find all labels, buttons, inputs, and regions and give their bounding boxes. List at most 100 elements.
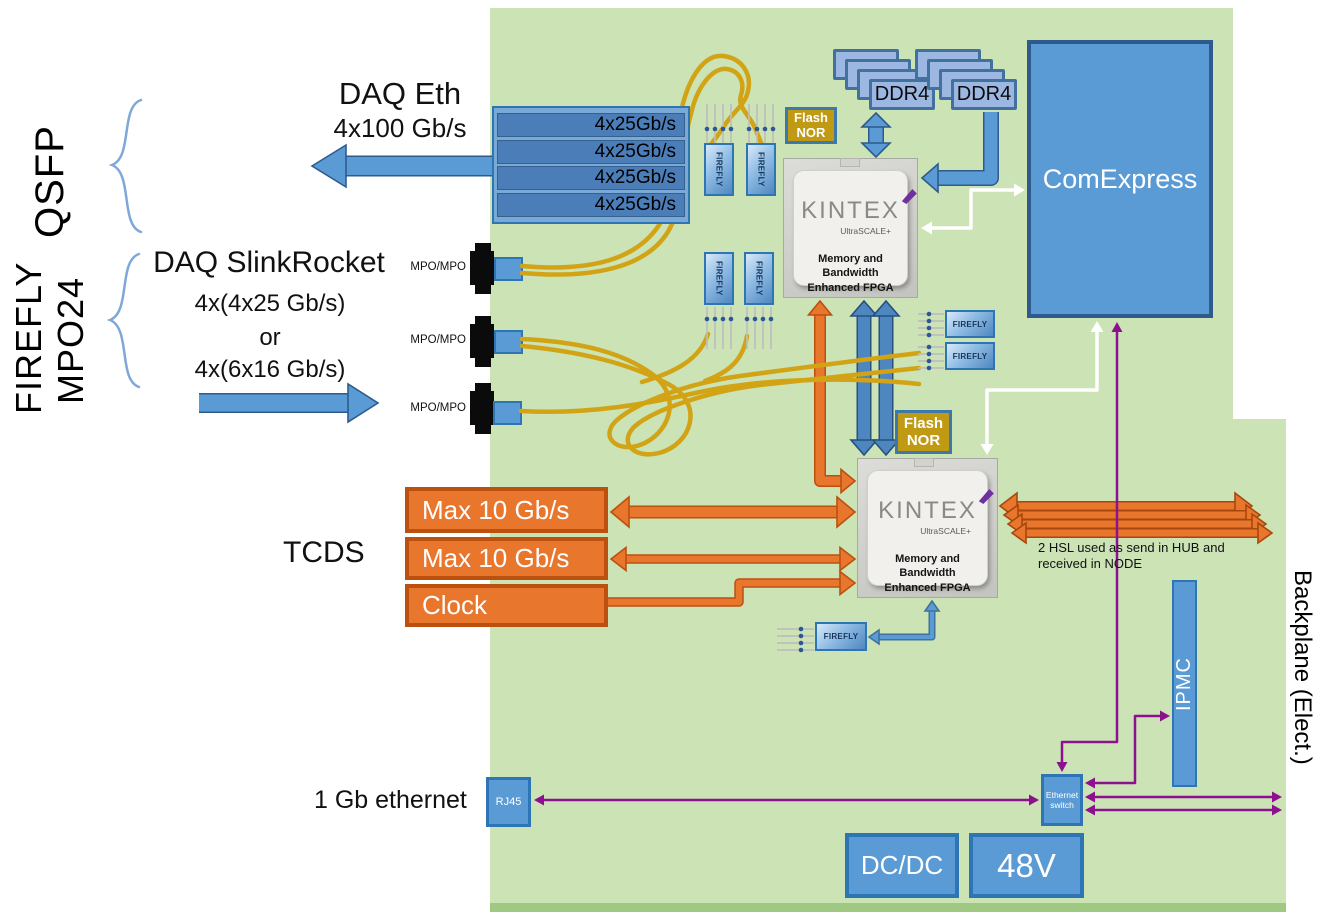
pin-pad	[926, 318, 932, 324]
pin-pad	[926, 344, 932, 350]
qsfp-cage-block: 4x25Gb/s 4x25Gb/s 4x25Gb/s 4x25Gb/s	[492, 106, 690, 224]
switch-backplane-link-head	[1272, 791, 1282, 803]
mpo-connector	[470, 391, 494, 425]
fpga1-fpga2-link-head	[871, 299, 901, 317]
pin-pad	[798, 633, 804, 639]
ethernet-1gb-label: 1 Gb ethernet	[314, 786, 467, 814]
ipmc-module: IPMC	[1172, 580, 1197, 787]
switch-ipmc-link-head	[1085, 777, 1095, 789]
optical-fiber	[702, 333, 750, 384]
fpga-tab	[914, 458, 934, 467]
daq-slinkrocket-or: or	[259, 324, 281, 351]
optical-fiber	[519, 336, 922, 450]
pin-pad	[720, 126, 726, 132]
fpga1-comexpress-link-head	[921, 221, 932, 235]
switch-ipmc-link-head	[1160, 710, 1170, 722]
firefly-module: FIREFLY	[815, 622, 867, 651]
ddr4-fpga1-arrow-head	[860, 142, 892, 159]
ddr4-fpga1-arrow-head	[860, 111, 892, 128]
pin-pad	[712, 126, 718, 132]
fpga1-comexpress-link	[930, 188, 1016, 230]
pin-pad	[728, 316, 734, 322]
tcds-label: TCDS	[283, 536, 365, 569]
rj45-switch-link-head	[1029, 794, 1039, 806]
tcds-fpga1-link	[815, 313, 843, 486]
ddr4-fpga1-arrow-head	[920, 162, 939, 194]
pin-pad	[760, 316, 766, 322]
firefly-module: FIREFLY	[744, 252, 774, 305]
hsl-note-line1: 2 HSL used as send in HUB and	[1038, 540, 1225, 555]
tcds-port: Max 10 Gb/s	[405, 487, 608, 533]
pin-pad	[798, 640, 804, 646]
mpo-connector-label: MPO/MPO	[410, 261, 466, 273]
daq-slinkrocket-rate2: 4x(6x16 Gb/s)	[194, 356, 346, 383]
xilinx-logo-icon	[978, 489, 994, 504]
qsfp-lane: 4x25Gb/s	[497, 193, 685, 218]
pcb-bottom-edge	[490, 903, 1286, 912]
pin-pad	[926, 365, 932, 371]
switch-ipmc-link	[1093, 714, 1162, 785]
flash-nor-chip: Flash NOR	[895, 410, 952, 454]
tcds-link-2-head	[609, 545, 627, 573]
optical-fiber	[518, 377, 922, 415]
backplane-label: Backplane (Elect.)	[1289, 570, 1316, 765]
clock-link	[608, 579, 842, 606]
mpo-connector-label: MPO/MPO	[410, 402, 466, 414]
mpo24-group-label: MPO24	[50, 276, 91, 404]
optical-fiber	[519, 53, 752, 270]
mpo-ferrule	[493, 401, 522, 425]
firefly-fpga2-link-head	[923, 599, 941, 612]
optical-fiber	[639, 331, 711, 385]
qsfp-lane: 4x25Gb/s	[497, 112, 685, 137]
fpga-die: KINTEX UltraSCALE+ Memory and Bandwidth …	[867, 470, 994, 594]
comexpress-switch-link-head	[1111, 322, 1123, 332]
flash-nor-chip: Flash NOR	[785, 107, 837, 144]
firefly-module: FIREFLY	[746, 143, 776, 196]
switch-backplane-link-head	[1272, 804, 1282, 816]
fpga-tab	[840, 158, 860, 167]
switch-backplane-link-head	[1085, 804, 1095, 816]
pin-pad	[728, 126, 734, 132]
mpo-ferrule	[494, 257, 523, 281]
firefly-fpga2-link-head	[867, 628, 880, 646]
kintex-fpga-2: KINTEX UltraSCALE+ Memory and Bandwidth …	[857, 458, 998, 598]
pin-pad	[926, 351, 932, 357]
pin-pad	[926, 332, 932, 338]
power-48v: 48V	[969, 833, 1084, 898]
tcds-link-1-head	[609, 495, 630, 529]
qsfp-group-label: QSFP	[28, 125, 72, 238]
rj45-switch-link-head	[534, 794, 544, 806]
fpga2-comexpress-link	[985, 330, 1099, 446]
daq-slinkrocket-rate1: 4x(4x25 Gb/s)	[194, 290, 346, 317]
pin-pad	[712, 316, 718, 322]
daq-eth-rate: 4x100 Gb/s	[333, 113, 467, 143]
pin-pad	[704, 316, 710, 322]
comexpress-switch-link	[1060, 330, 1119, 764]
pin-pad	[744, 316, 750, 322]
xilinx-logo-icon	[901, 189, 917, 204]
daq-slinkrocket-title: DAQ SlinkRocket	[153, 246, 385, 279]
tcds-port: Clock	[405, 584, 608, 627]
mpo-ferrule	[494, 330, 523, 354]
firefly-module: FIREFLY	[945, 310, 995, 338]
mpo-connector-label: MPO/MPO	[410, 334, 466, 346]
firefly-module: FIREFLY	[704, 143, 734, 196]
pin-pad	[926, 325, 932, 331]
slinkrocket-arrow-head	[347, 382, 380, 424]
switch-backplane-link-head	[1085, 791, 1095, 803]
pin-pad	[926, 358, 932, 364]
mpo-connector	[470, 324, 494, 358]
comexpress-module: ComExpress	[1027, 40, 1213, 318]
daq-eth-title: DAQ Eth	[338, 76, 462, 111]
ddr4-chip: DDR4	[869, 79, 935, 110]
fpga2-comexpress-link-head	[980, 444, 994, 455]
hsl-note-line2: received in NODE	[1038, 556, 1143, 571]
ddr4-fpga1-arrow	[936, 112, 998, 185]
pin-pad	[798, 647, 804, 653]
pin-pad	[770, 126, 776, 132]
daq-eth-arrow-head	[310, 143, 347, 189]
pin-pad	[926, 311, 932, 317]
fpga1-fpga2-link-head	[849, 299, 879, 317]
group-brace	[108, 98, 143, 234]
clock-link-head	[839, 569, 857, 597]
